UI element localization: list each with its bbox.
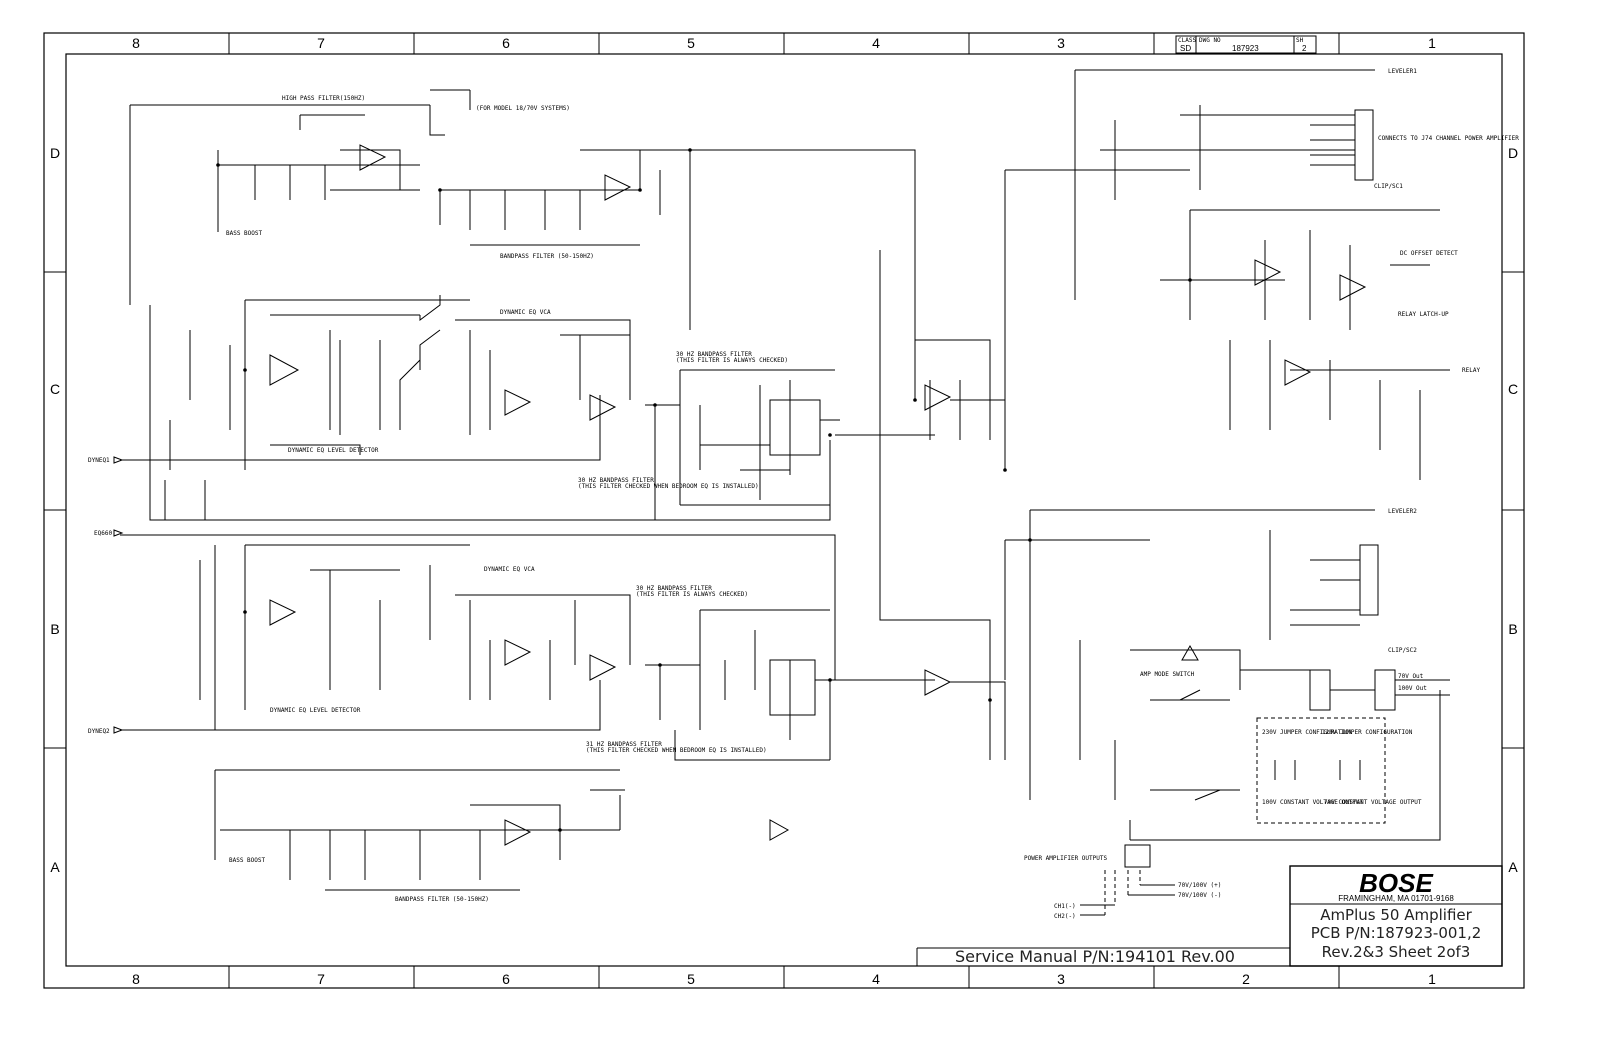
zone-col-2-bottom: 2 xyxy=(1242,971,1250,987)
dyneq2-label: DYNEQ2 xyxy=(88,728,110,735)
bp30-1-note: (THIS FILTER IS ALWAYS CHECKED) xyxy=(676,357,788,364)
sheet-label: SH xyxy=(1296,37,1304,44)
bose-logo: BOSE xyxy=(1359,868,1433,898)
zone-col-4-top: 4 xyxy=(872,35,880,51)
jumper-230-label: 230V JUMPER CONFIGURATION xyxy=(1262,729,1353,736)
zone-col-7-bottom: 7 xyxy=(317,971,325,987)
connector-j88: LEVELER2 CLIP/SC2 xyxy=(1029,508,1417,800)
zone-row-b-left: B xyxy=(50,621,59,637)
title-line2: PCB P/N:187923-001,2 xyxy=(1311,924,1482,942)
bp30-3-note: (THIS FILTER IS ALWAYS CHECKED) xyxy=(636,591,748,598)
title-block: BOSE FRAMINGHAM, MA 01701-9168 AmPlus 50… xyxy=(916,865,1503,967)
zone-row-a-left: A xyxy=(50,859,60,875)
clip1-label: CLIP/SC1 xyxy=(1374,183,1403,190)
class-label: CLASS xyxy=(1178,37,1196,44)
jumper-config: 230V JUMPER CONFIGURATION 120V JUMPER CO… xyxy=(1256,717,1422,824)
bp30-1: 30 HZ BANDPASS FILTER xyxy=(676,351,752,358)
bass-boost-2: BASS BOOST xyxy=(229,857,266,864)
relay-latch: RELAY xyxy=(1229,340,1480,480)
ch2-30hz-filters: 30 HZ BANDPASS FILTER (THIS FILTER IS AL… xyxy=(586,585,900,761)
amp-mode-switch: AMP MODE SWITCH 70V Out 100V Out xyxy=(1079,640,1450,841)
zone-col-5-bottom: 5 xyxy=(687,971,695,987)
zone-col-6-top: 6 xyxy=(502,35,510,51)
dyn-det-2: DYNAMIC EQ LEVEL DETECTOR xyxy=(270,707,361,714)
clip2-label: CLIP/SC2 xyxy=(1388,647,1417,654)
eq-label: EQ660 xyxy=(94,530,112,537)
zone-col-1-bottom: 1 xyxy=(1428,971,1436,987)
address: FRAMINGHAM, MA 01701-9168 xyxy=(1338,894,1454,903)
bp30-4: 31 HZ BANDPASS FILTER xyxy=(586,741,662,748)
level1-label: LEVELER1 xyxy=(1388,68,1417,75)
ch1-high-pass-filter: HIGH PASS FILTER(150HZ) (FOR MODEL 18/70… xyxy=(129,89,570,305)
ch1-label: CH1(-) xyxy=(1054,903,1076,910)
ch2-dynamic-eq: DYNAMIC EQ VCA DYNAMIC EQ LEVEL DETECTOR xyxy=(120,534,836,731)
class-value: SD xyxy=(1180,44,1191,53)
dwg-label: DWG NO xyxy=(1199,37,1221,44)
dyn-vca-2: DYNAMIC EQ VCA xyxy=(484,566,535,573)
zone-row-c-right: C xyxy=(1508,381,1518,397)
dc-offset-label: DC OFFSET DETECT xyxy=(1400,250,1458,257)
zone-col-7-top: 7 xyxy=(317,35,325,51)
title-line1: AmPlus 50 Amplifier xyxy=(1320,906,1472,924)
ch2-bandpass-filter: BANDPASS FILTER (50-150HZ) BASS BOOST xyxy=(214,769,790,903)
zone-col-8-top: 8 xyxy=(132,35,140,51)
zone-row-b-right: B xyxy=(1508,621,1517,637)
dc-offset-detect: DC OFFSET DETECT RELAY LATCH-UP xyxy=(1160,209,1458,330)
dwg-number: 187923 xyxy=(1232,44,1259,53)
connects-j74: CONNECTS TO J74 CHANNEL POWER AMPLIFIER xyxy=(1378,135,1519,142)
out-100: 100V Out xyxy=(1398,685,1427,692)
model-note: (FOR MODEL 18/70V SYSTEMS) xyxy=(476,105,570,112)
connector-j78: LEVELER1 CONNECTS TO J74 CHANNEL POWER A… xyxy=(1074,68,1519,300)
dyn-vca-1: DYNAMIC EQ VCA xyxy=(500,309,551,316)
zone-col-4-bottom: 4 xyxy=(872,971,880,987)
zone-row-a-right: A xyxy=(1508,859,1518,875)
zone-row-c-left: C xyxy=(50,381,60,397)
ch1-30hz-filters: 30 HZ BANDPASS FILTER (THIS FILTER IS AL… xyxy=(578,351,840,520)
relay-label: RELAY xyxy=(1462,367,1480,374)
zone-ticks xyxy=(44,33,1524,988)
pa-outputs-label: POWER AMPLIFIER OUTPUTS xyxy=(1024,855,1107,862)
bp30-3: 30 HZ BANDPASS FILTER xyxy=(636,585,712,592)
bpf-top-label: BANDPASS FILTER (50-150HZ) xyxy=(500,253,594,260)
out-minus-label: 70V/100V (-) xyxy=(1178,892,1221,899)
zone-col-5-top: 5 xyxy=(687,35,695,51)
cv-100-label: 100V CONSTANT VOLTAGE OUTPUT xyxy=(1262,799,1364,806)
ch1-dynamic-eq: DYNAMIC EQ VCA DYNAMIC EQ LEVEL DETECTOR xyxy=(120,295,831,521)
dyn-det-1: DYNAMIC EQ LEVEL DETECTOR xyxy=(288,447,379,454)
dyneq1-label: DYNEQ1 xyxy=(88,457,110,464)
out-plus-label: 70V/100V (+) xyxy=(1178,882,1221,889)
drawing-number-box: CLASS SD DWG NO 187923 SH 2 xyxy=(1175,35,1317,54)
bass-boost-1: BASS BOOST xyxy=(226,230,263,237)
out-70: 70V Out xyxy=(1398,673,1424,680)
bp30-2-note: (THIS FILTER CHECKED WHEN BEDROOM EQ IS … xyxy=(578,483,759,490)
bpf-bottom-label: BANDPASS FILTER (50-150HZ) xyxy=(395,896,489,903)
ch2-label: CH2(-) xyxy=(1054,913,1076,920)
title-line3: Rev.2&3 Sheet 2of3 xyxy=(1322,943,1471,961)
zone-row-d-right: D xyxy=(1508,145,1518,161)
bp30-2: 30 HZ BANDPASS FILTER xyxy=(578,477,654,484)
zone-row-d-left: D xyxy=(50,145,60,161)
service-manual: Service Manual P/N:194101 Rev.00 xyxy=(955,947,1235,966)
input-ports: DYNEQ1 EQ660 DYNEQ2 xyxy=(88,456,124,735)
amp-mode-label: AMP MODE SWITCH xyxy=(1140,671,1195,678)
ch1-bandpass-filter: BANDPASS FILTER (50-150HZ) xyxy=(439,149,691,330)
relay-latch-label: RELAY LATCH-UP xyxy=(1398,311,1449,318)
zone-col-3-bottom: 3 xyxy=(1057,971,1065,987)
level2-label: LEVELER2 xyxy=(1388,508,1417,515)
junction-dots xyxy=(216,148,1192,832)
zone-col-6-bottom: 6 xyxy=(502,971,510,987)
sheet-value: 2 xyxy=(1302,44,1307,53)
zone-col-1-top: 1 xyxy=(1428,35,1436,51)
output-stage xyxy=(690,149,1190,760)
bp30-4-note: (THIS FILTER CHECKED WHEN BEDROOM EQ IS … xyxy=(586,747,767,754)
zone-col-3-top: 3 xyxy=(1057,35,1065,51)
zone-col-8-bottom: 8 xyxy=(132,971,140,987)
hpf-label: HIGH PASS FILTER(150HZ) xyxy=(282,95,365,102)
jumper-120-label: 120V JUMPER CONFIGURATION xyxy=(1322,729,1413,736)
power-amp-outputs: POWER AMPLIFIER OUTPUTS 70V/100V (+) 70V… xyxy=(1024,844,1221,920)
cv-70-label: 70V CONSTANT VOLTAGE OUTPUT xyxy=(1324,799,1422,806)
